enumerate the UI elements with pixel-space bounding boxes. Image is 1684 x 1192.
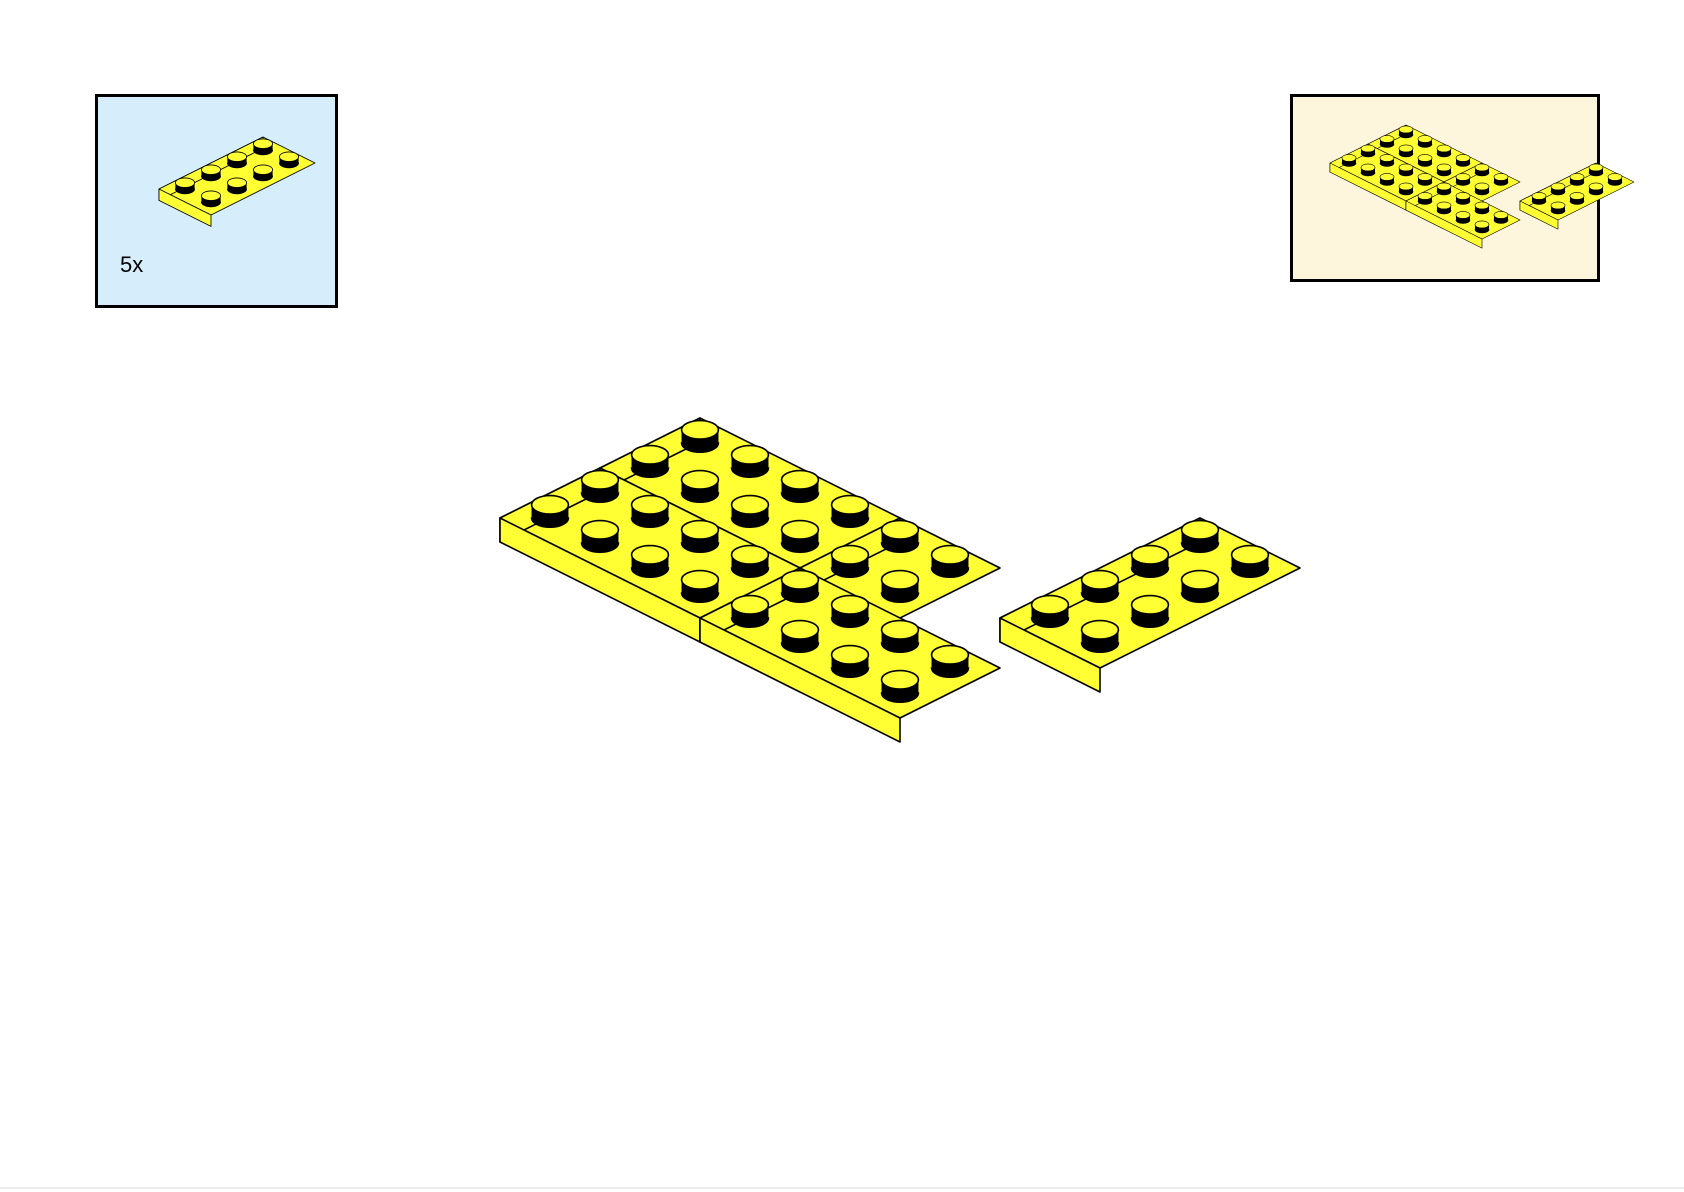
stud (174, 177, 196, 195)
stud (1080, 619, 1120, 653)
stud (1569, 192, 1585, 205)
page-bottom-divider (0, 1187, 1684, 1189)
part-quantity-label: 5x (120, 252, 144, 277)
stud (1130, 594, 1170, 628)
stud (1436, 182, 1452, 196)
stud (830, 644, 870, 678)
stud (200, 190, 222, 208)
stud (1455, 192, 1471, 205)
stud (780, 519, 820, 553)
preview-plate-4 (1405, 181, 1521, 249)
preview-plate-3 (1329, 143, 1445, 211)
stud (1398, 125, 1414, 139)
stud (630, 444, 670, 478)
stud (1180, 519, 1220, 553)
stud (1436, 201, 1452, 215)
stud (830, 494, 870, 528)
stud (252, 138, 274, 156)
stud (252, 164, 274, 182)
stud (1360, 163, 1376, 177)
stud (630, 544, 670, 578)
stud (1360, 144, 1376, 158)
assembly-preview-panel (1290, 94, 1635, 282)
preview-plate-5 (1519, 162, 1635, 230)
stud (1607, 173, 1623, 186)
stud (680, 519, 720, 553)
stud (730, 594, 770, 628)
stud (1417, 192, 1433, 205)
stud (730, 544, 770, 578)
stud (930, 644, 970, 678)
stud (1588, 182, 1604, 196)
stud (880, 619, 920, 653)
parts-list-panel: 5x (95, 94, 338, 308)
stud (1341, 154, 1357, 167)
stud (226, 151, 248, 169)
stud (530, 494, 570, 528)
stud (780, 619, 820, 653)
stud (1417, 154, 1433, 167)
stud (1379, 135, 1395, 148)
stud (780, 469, 820, 503)
stud (1455, 173, 1471, 186)
stud (1550, 201, 1566, 215)
stud (880, 669, 920, 703)
assembly-preview-image (1329, 124, 1635, 249)
stud (1398, 144, 1414, 158)
stud (1531, 192, 1547, 205)
stud (1474, 182, 1490, 196)
stud (1230, 544, 1270, 578)
stud (630, 494, 670, 528)
stud (278, 151, 300, 169)
stud (1455, 154, 1471, 167)
stud (730, 444, 770, 478)
stud (1379, 173, 1395, 186)
stud (1436, 163, 1452, 177)
stud (1180, 569, 1220, 603)
stud (880, 569, 920, 603)
stud (200, 164, 222, 182)
stud (680, 469, 720, 503)
stud (1588, 163, 1604, 177)
stud (1417, 173, 1433, 186)
stud (830, 544, 870, 578)
plate-left-bar (499, 467, 801, 643)
stud (1474, 220, 1490, 234)
stud (1474, 163, 1490, 177)
part-plate-2x4-image (158, 136, 316, 227)
stud (1398, 182, 1414, 196)
stud (1398, 163, 1414, 177)
stud (1379, 154, 1395, 167)
stud (730, 494, 770, 528)
stud (1569, 173, 1585, 186)
stud (226, 177, 248, 195)
stud (1417, 135, 1433, 148)
stud (1455, 211, 1471, 224)
stud (880, 519, 920, 553)
plate-right-wing (999, 517, 1301, 693)
stud (780, 569, 820, 603)
stud (580, 519, 620, 553)
stud (1436, 144, 1452, 158)
stud (1080, 569, 1120, 603)
stud (1030, 594, 1070, 628)
stud (1493, 173, 1509, 186)
part-plate-2x4 (158, 136, 316, 227)
stud (930, 544, 970, 578)
stud (680, 569, 720, 603)
plate-bottom-bar (699, 567, 1001, 743)
stud (580, 469, 620, 503)
stud (680, 419, 720, 453)
stud (1550, 182, 1566, 196)
stud (1493, 211, 1509, 224)
stud (1130, 544, 1170, 578)
stud (830, 594, 870, 628)
stud (1474, 201, 1490, 215)
